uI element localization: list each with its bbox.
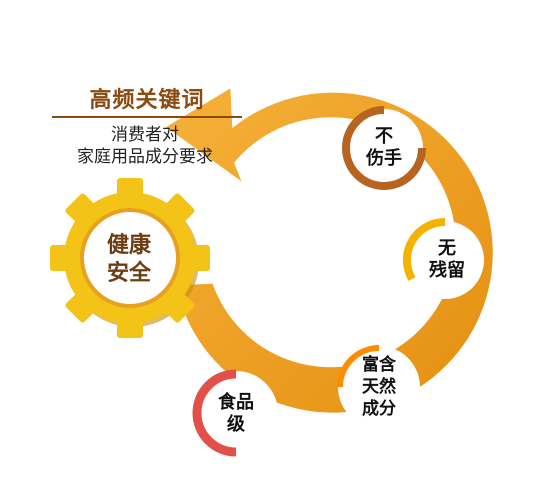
item-circle-shipinji bbox=[192, 369, 278, 457]
item-label-wucanliu: 无 残留 bbox=[417, 238, 477, 282]
item-label-fuhantianran: 富含 天然 成分 bbox=[349, 354, 409, 420]
circular-arrow-band bbox=[166, 88, 493, 413]
item-label-line: 富含 bbox=[362, 355, 396, 375]
gear-icon bbox=[50, 178, 210, 338]
subtitle-line-1: 消费者对 bbox=[111, 125, 179, 145]
item-label-line: 食品 bbox=[218, 392, 254, 413]
keywords-title: 高频关键词 bbox=[89, 88, 205, 113]
subtitle-line-2: 家庭用品成分要求 bbox=[77, 147, 213, 167]
item-label-line: 天然 bbox=[362, 377, 396, 397]
item-label-line: 成分 bbox=[362, 399, 396, 419]
keywords-subtitle: 消费者对 家庭用品成分要求 bbox=[30, 124, 260, 168]
item-circle-wucanliu bbox=[402, 217, 484, 299]
item-label-shipinji: 食品 级 bbox=[206, 392, 266, 436]
title-divider bbox=[52, 116, 242, 118]
item-label-line: 无 bbox=[438, 238, 456, 259]
item-circle-fuhantianran bbox=[337, 345, 420, 428]
item-label-line: 不 bbox=[375, 126, 393, 147]
item-label-line: 残留 bbox=[429, 260, 465, 281]
item-label-line: 级 bbox=[227, 414, 245, 435]
center-label: 健康 安全 bbox=[88, 232, 170, 288]
center-line-1: 健康 bbox=[106, 233, 151, 258]
center-line-2: 安全 bbox=[106, 261, 151, 286]
item-label-line: 伤手 bbox=[366, 148, 402, 169]
item-label-buhanshou: 不 伤手 bbox=[354, 126, 414, 170]
item-circle-buhanshou bbox=[342, 106, 426, 190]
